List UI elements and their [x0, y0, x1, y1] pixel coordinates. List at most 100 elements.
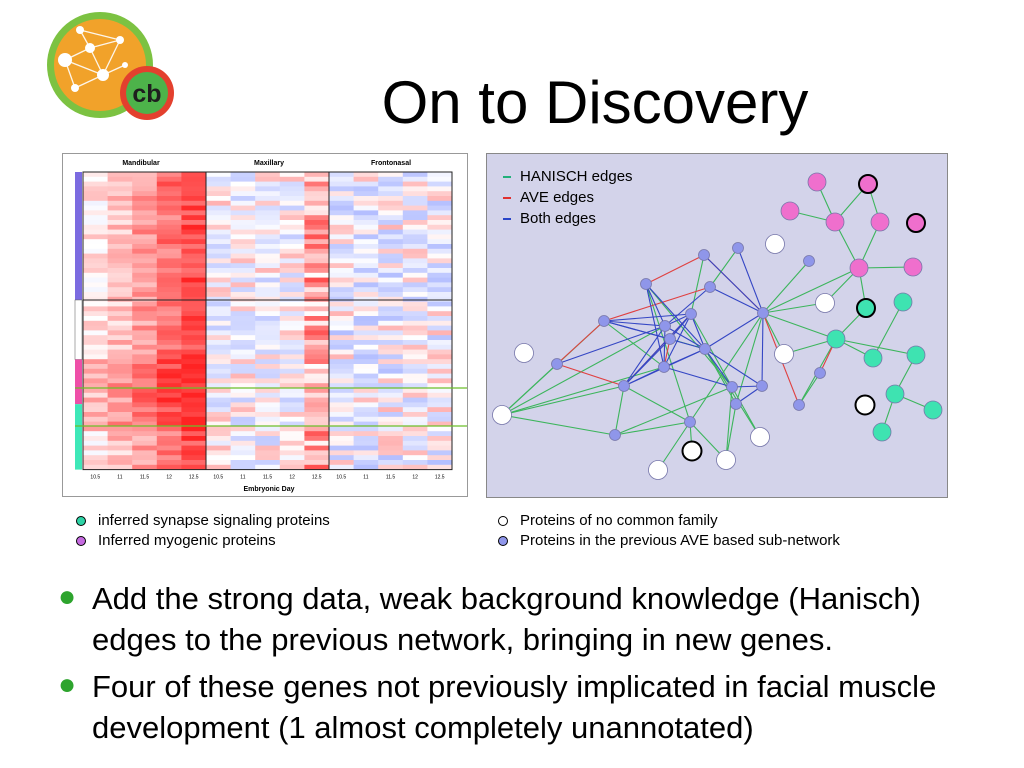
- heatmap-cell: [132, 176, 158, 182]
- heatmap-cell: [107, 258, 133, 264]
- edge-legend-hanisch: HANISCH edges: [503, 166, 633, 187]
- heatmap-cell: [329, 416, 354, 422]
- heatmap-cell: [132, 426, 158, 432]
- heatmap-frame: [82, 171, 453, 471]
- heatmap-cell: [427, 306, 453, 312]
- heatmap-cell: [427, 349, 453, 355]
- heatmap-cell: [427, 373, 453, 379]
- heatmap-cell: [304, 224, 330, 230]
- heatmap-cell: [181, 234, 207, 240]
- heatmap-cell: [378, 263, 404, 269]
- heatmap-cell: [132, 186, 158, 192]
- bullet-item: ● Four of these genes not previously imp…: [50, 666, 980, 748]
- heatmap-cell: [329, 388, 354, 394]
- heatmap-cell: [304, 340, 330, 346]
- heatmap-cell: [181, 200, 207, 206]
- heatmap-cell: [83, 248, 108, 254]
- network-edge: [645, 283, 665, 368]
- heatmap-cell: [378, 340, 404, 346]
- heatmap-cell: [353, 263, 379, 269]
- heatmap-cell: [402, 282, 428, 288]
- heatmap-cell: [279, 320, 305, 326]
- heatmap-cell: [255, 263, 281, 269]
- heatmap-cell: [353, 205, 379, 211]
- heatmap-cell: [230, 282, 256, 288]
- heatmap-cell: [329, 335, 354, 341]
- heatmap-cell: [304, 464, 330, 470]
- heatmap-cell: [132, 263, 158, 269]
- heatmap-cell: [279, 330, 305, 336]
- heatmap-cell: [83, 268, 108, 274]
- heatmap-cell: [83, 244, 108, 250]
- network-edge: [872, 301, 904, 359]
- heatmap-cell: [279, 181, 305, 187]
- heatmap-cell: [329, 431, 354, 437]
- legend-label: Proteins in the previous AVE based sub-n…: [520, 532, 840, 549]
- heatmap-cell: [83, 383, 108, 389]
- heatmap-cell: [132, 407, 158, 413]
- heatmap-cell: [329, 287, 354, 293]
- day-tick-label: 12: [412, 475, 418, 481]
- heatmap-cell: [378, 181, 404, 187]
- heatmap-cell: [230, 460, 256, 466]
- heatmap-cell: [402, 258, 428, 264]
- heatmap-cell: [329, 373, 354, 379]
- heatmap-cell: [304, 320, 330, 326]
- heatmap-cell: [378, 282, 404, 288]
- heatmap-cell: [329, 248, 354, 254]
- heatmap-cell: [206, 287, 231, 293]
- heatmap-cell: [329, 210, 354, 216]
- heatmap-cell: [304, 268, 330, 274]
- heatmap-cell: [255, 220, 281, 226]
- heatmap-cell: [279, 325, 305, 331]
- heatmap-cell: [304, 258, 330, 264]
- network-node: [807, 172, 827, 192]
- heatmap-cell: [255, 172, 281, 178]
- heatmap-cell: [427, 172, 453, 178]
- heatmap-cell: [427, 287, 453, 293]
- network-edge: [614, 385, 625, 436]
- heatmap-cell: [279, 431, 305, 437]
- ave-subnetwork-dot-icon: [498, 536, 508, 546]
- bullet-text: Add the strong data, weak background kno…: [92, 581, 921, 657]
- network-node: [598, 315, 610, 327]
- heatmap-cell: [156, 277, 182, 283]
- heatmap-cell: [107, 407, 133, 413]
- heatmap-cell: [83, 407, 108, 413]
- network-node: [716, 450, 736, 470]
- heatmap-cell: [132, 268, 158, 274]
- heatmap-cell: [83, 172, 108, 178]
- heatmap-cell: [279, 220, 305, 226]
- heatmap-cell: [378, 349, 404, 355]
- heatmap-cell: [181, 330, 207, 336]
- heatmap-cell: [132, 388, 158, 394]
- heatmap-cell: [304, 416, 330, 422]
- heatmap-cell: [107, 191, 133, 197]
- heatmap-cell: [402, 440, 428, 446]
- heatmap-cell: [279, 176, 305, 182]
- network-edge: [603, 286, 711, 322]
- heatmap-cell: [427, 311, 453, 317]
- heatmap-cell: [329, 402, 354, 408]
- both-swatch: [503, 217, 511, 220]
- heatmap-cell: [230, 248, 256, 254]
- heatmap-cell: [255, 392, 281, 398]
- heatmap-cell: [230, 412, 256, 418]
- heatmap-cell: [378, 248, 404, 254]
- heatmap-cell: [378, 196, 404, 202]
- heatmap-cell: [378, 325, 404, 331]
- heatmap-cell: [279, 215, 305, 221]
- heatmap-cell: [255, 354, 281, 360]
- heatmap-cell: [255, 402, 281, 408]
- heatmap-cell: [181, 215, 207, 221]
- heatmap-cell: [402, 412, 428, 418]
- heatmap-cell: [402, 464, 428, 470]
- heatmap-cell: [255, 325, 281, 331]
- heatmap-cell: [156, 431, 182, 437]
- heatmap-cell: [279, 388, 305, 394]
- heatmap-cell: [230, 426, 256, 432]
- heatmap-cell: [132, 359, 158, 365]
- heatmap-cell: [427, 210, 453, 216]
- heatmap-cell: [206, 412, 231, 418]
